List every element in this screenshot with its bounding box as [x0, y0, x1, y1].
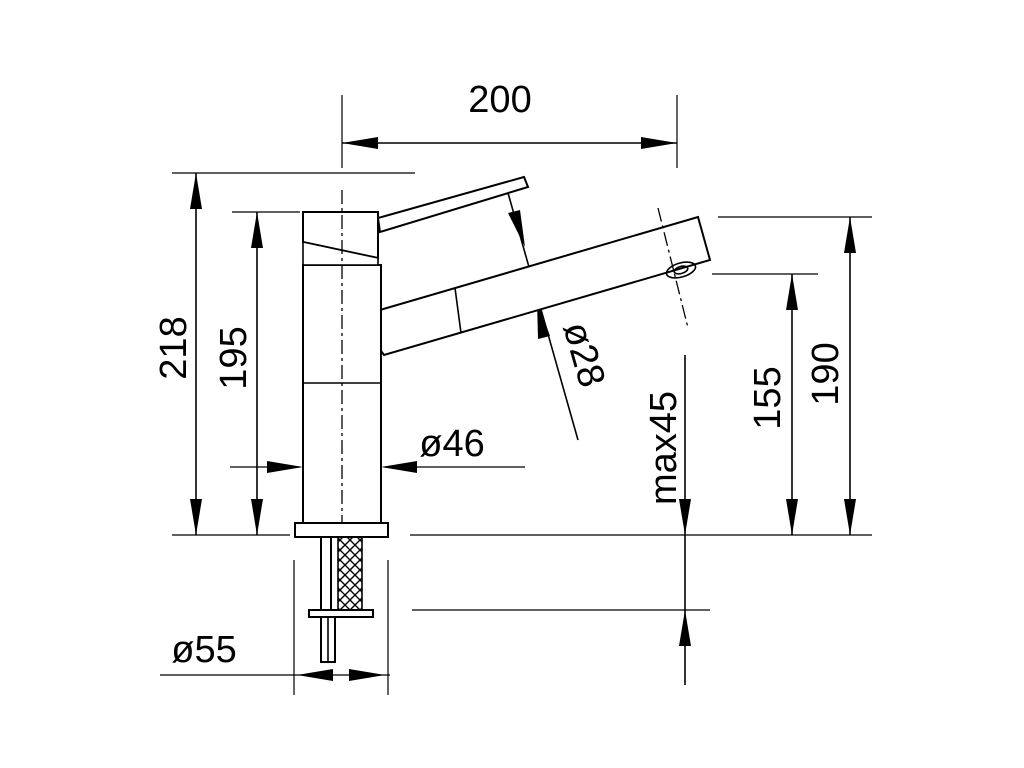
dim-height-outlet-low: 155: [747, 366, 789, 429]
faucet-body: [294, 175, 712, 663]
dim-diameter-base: ø55: [171, 629, 236, 671]
dim-diameter-body: ø46: [419, 423, 484, 465]
dimension-labels: 200 218 195 ø46 ø28 max45 155 190 ø55: [153, 79, 847, 671]
dim-max-thickness: max45: [643, 391, 685, 505]
dim-diameter-spout: ø28: [554, 317, 612, 392]
centre-lines: [341, 190, 689, 523]
dim-height-body: 195: [213, 326, 255, 389]
dim-width-top: 200: [468, 79, 531, 121]
dim-height-total: 218: [153, 316, 195, 379]
dim-height-outlet-high: 190: [805, 342, 847, 405]
